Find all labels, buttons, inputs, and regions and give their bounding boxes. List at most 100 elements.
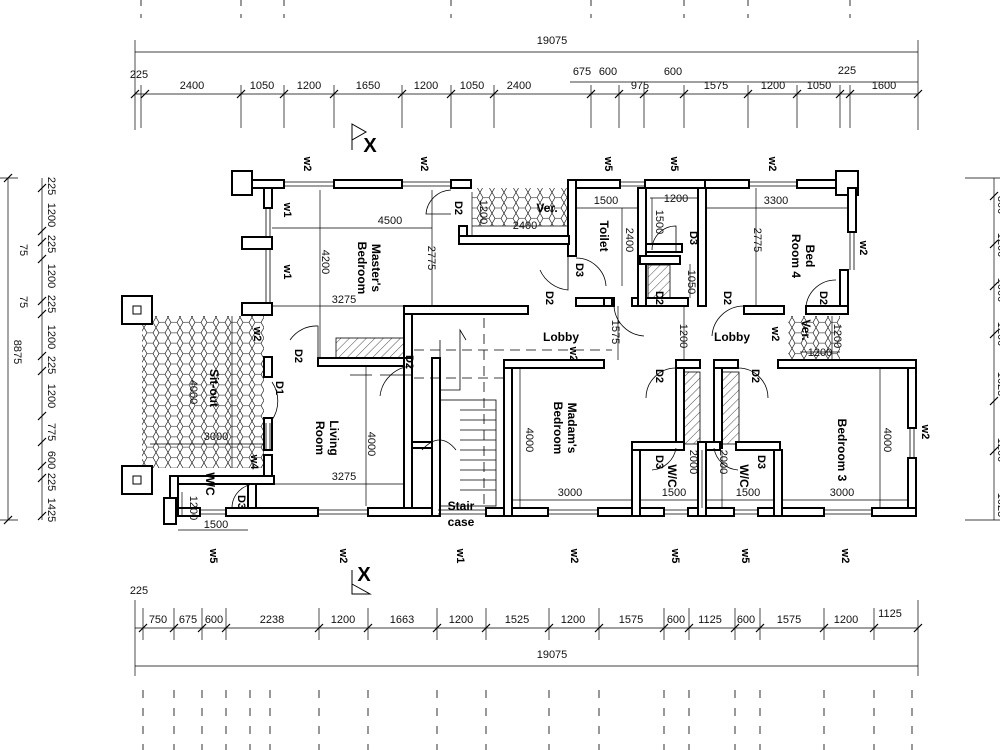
tag-w1-left-2: w1 [281,264,293,280]
dim-top-2400a: 2400 [180,80,204,92]
dim-bot-1575b: 1575 [777,614,801,626]
dim-4000-living: 4000 [365,432,377,456]
right-dimensions: 800 1200 1000 1200 1625 1200 1025 [965,177,1000,521]
dim-left-225c: 225 [45,295,57,313]
tag-w5-bot-3: w5 [739,548,751,564]
bottom-dimensions: 225 19075 750 675 600 2238 1200 1 [130,585,923,676]
tag-d2-bed4-a: D2 [721,291,733,305]
room-master-line1: Master's [369,244,383,293]
room-bed4-line1: Bed [803,245,817,268]
verandah-top-paving [472,188,568,226]
dim-4200: 4200 [319,250,331,274]
walls [121,170,917,525]
tag-w5-top-2: w5 [668,156,680,172]
room-madam-line1: Madam's [565,403,579,454]
tag-w4: w4 [248,454,260,471]
room-living: Living Room [313,420,341,455]
lobby-arrow [439,328,467,391]
dim-right-1200a: 1200 [995,233,1000,257]
dim-top-675: 675 [573,66,591,78]
tag-d3-toilet: D3 [573,263,585,277]
room-toilet: Toilet [597,220,611,251]
dim-2400-toilet: 2400 [623,228,635,252]
dim-top-1200a: 1200 [297,80,321,92]
dim-4000-madam: 4000 [523,428,535,452]
dim-overall-top: 19075 [537,35,568,47]
tag-w1-left-1: w1 [281,202,293,218]
room-bed-4: Bed Room 4 [789,234,817,278]
dim-left-600: 600 [45,451,57,469]
dim-bot-1525: 1525 [505,614,529,626]
dim-top-1575: 1575 [704,80,728,92]
tag-w5-top-1: w5 [602,156,614,172]
dim-1500-b: 1500 [736,487,760,499]
dim-2000-a: 2000 [687,450,699,474]
dim-top-225-left: 225 [130,69,148,81]
tag-d2-bed3: D2 [749,369,761,383]
interior-dimension-labels: 4500 2775 4200 3275 4000 3275 4000 3000 … [187,193,893,531]
dim-left-225b: 225 [45,235,57,253]
dim-2000-b: 2000 [717,450,729,474]
tag-w2-madam: w2 [567,346,579,362]
section-marker-bottom: X [351,564,372,595]
staircase [421,399,497,507]
tag-d2-lobby-b: D2 [653,291,665,305]
tag-w2-top-2: w2 [418,156,430,172]
tag-d3-wc-mid: D3 [653,455,665,469]
dim-1200-ver-b: 1200 [808,347,832,359]
dim-right-1625: 1625 [995,372,1000,396]
dim-top-225-right: 225 [838,65,856,77]
interior-dimension-lines [150,188,908,531]
room-wc-mid: W/C [665,464,679,488]
dim-top-1050c: 1050 [807,80,831,92]
tag-d2-master: D2 [452,201,464,215]
room-verandah-top: Ver. [536,201,557,215]
dim-bot-1200a: 1200 [331,614,355,626]
dim-left-775: 775 [45,423,57,441]
dim-bot-2238: 2238 [260,614,284,626]
dim-bot-600c: 600 [737,614,755,626]
dim-1050: 1050 [685,270,697,294]
dim-right-1200b: 1200 [995,322,1000,346]
room-bedroom-3: Bedroom 3 [835,419,849,482]
dim-left-1425: 1425 [45,498,57,522]
hatched-duct-a [335,337,405,361]
dim-3275b: 3275 [332,471,356,483]
room-madam-line2: Bedroom [551,402,565,455]
dim-4000-b3: 4000 [881,428,893,452]
dim-top-1050b: 1050 [460,80,484,92]
dim-top-600b: 600 [664,66,682,78]
dim-1200-ver-r: 1200 [831,324,843,348]
dim-1200-ver: 1200 [477,200,489,224]
room-wc-right: W/C [737,464,751,488]
dim-bot-1200d: 1200 [834,614,858,626]
tag-w2-bot-2: w2 [568,548,580,564]
dim-1200-lobby: 1200 [677,324,689,348]
opening-tags: w2 w2 w5 w5 w2 w1 w1 w2 w4 w2 w2 w2 w2 w… [207,156,931,564]
dim-1200-wc: 1200 [187,496,199,520]
door-swings [231,189,837,509]
dim-bot-1125a: 1125 [698,614,722,626]
dim-3000-madam: 3000 [558,487,582,499]
room-labels: Master's Bedroom Sit-out Living Room Lob… [203,201,849,529]
dim-top-1200c: 1200 [761,80,785,92]
bottom-dash-marks [142,690,913,750]
dim-bot-600b: 600 [667,614,685,626]
left-dimensions: 225 1200 225 75 1200 75 225 1200 225 120… [0,173,57,525]
dim-3000-sitout: 3000 [204,431,228,443]
dim-overall-bottom: 19075 [537,649,568,661]
tag-d2-toilet-a: D2 [543,291,555,305]
dim-top-600a: 600 [599,66,617,78]
tag-w5-bot-2: w5 [669,548,681,564]
dim-bot-1200c: 1200 [561,614,585,626]
dim-4000-sitout: 4000 [187,380,199,404]
dim-2775a: 2775 [425,246,437,270]
dim-3000-b3: 3000 [830,487,854,499]
dim-top-1650: 1650 [356,80,380,92]
room-lobby-left: Lobby [543,330,579,344]
room-wc-left: W/C [203,472,217,496]
room-lobby-right: Lobby [714,330,750,344]
dim-left-75a: 75 [17,244,29,256]
dim-left-225d: 225 [45,356,57,374]
